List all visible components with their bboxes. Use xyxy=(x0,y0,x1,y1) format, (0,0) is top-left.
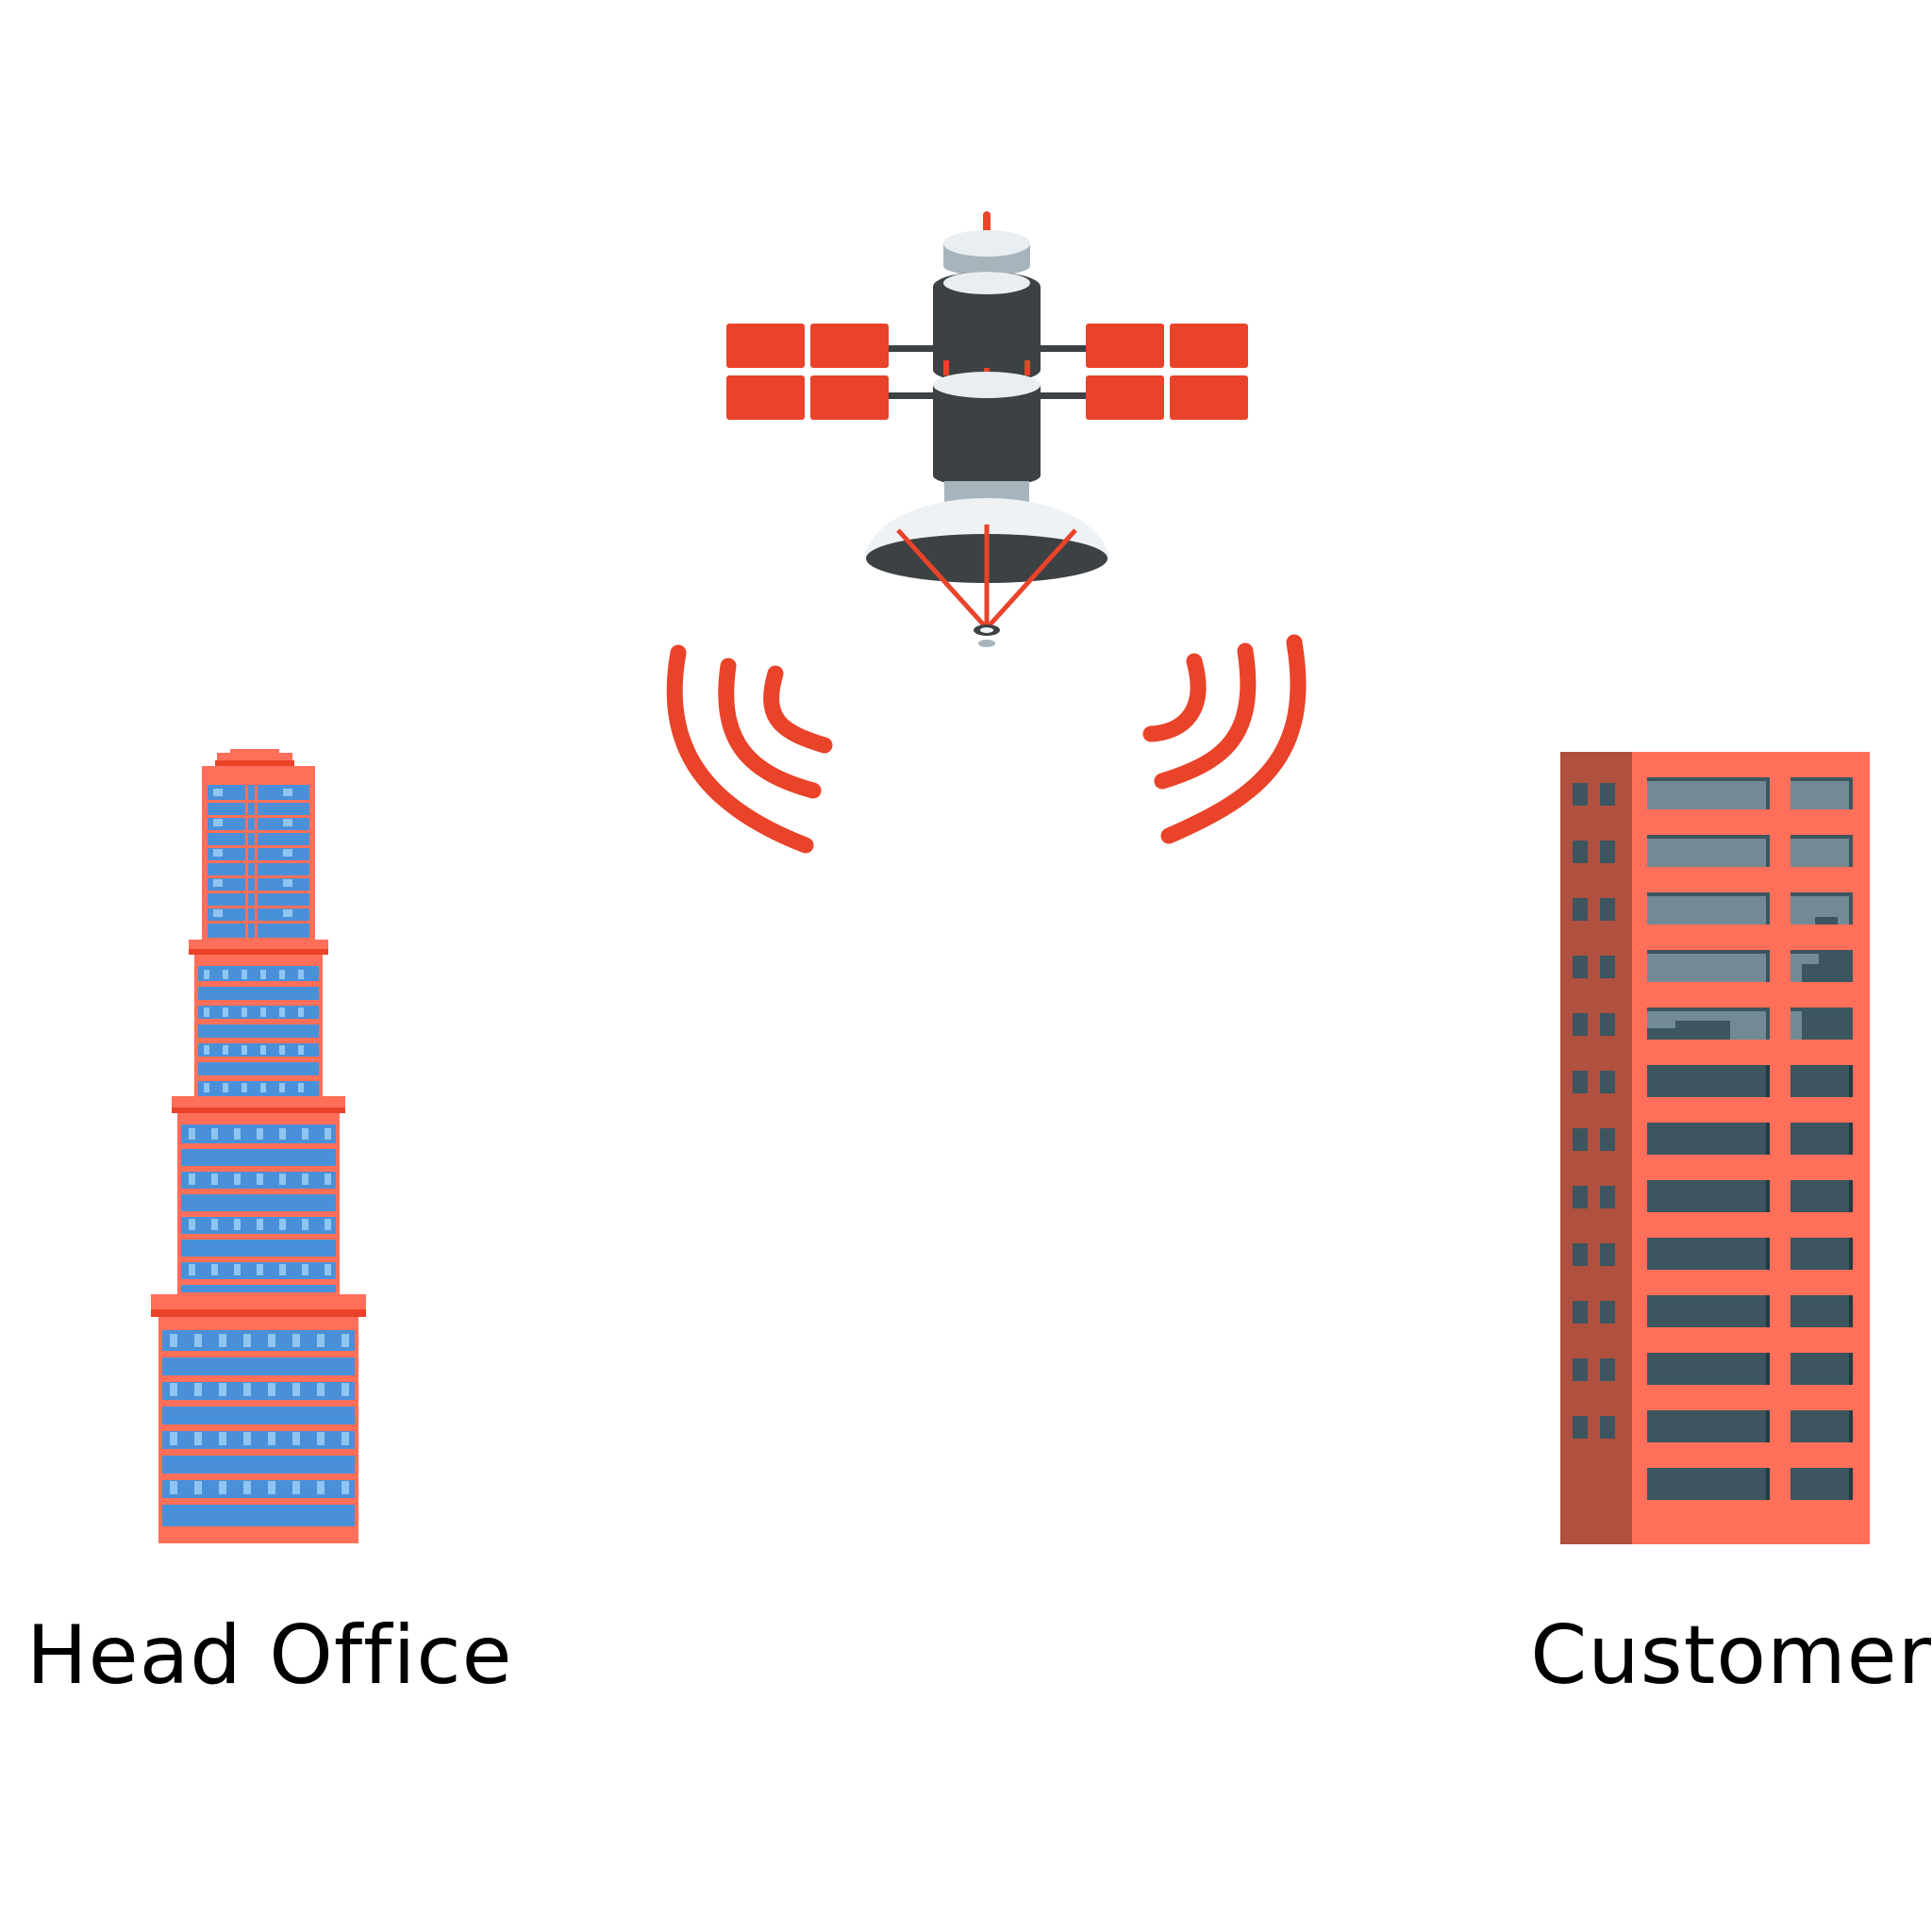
head-office-building-icon xyxy=(151,749,366,1543)
customer-building-icon xyxy=(1560,752,1870,1544)
head-office-label: Head Office xyxy=(26,1608,513,1703)
satellite-icon xyxy=(726,211,1248,647)
signal-waves-right-icon xyxy=(1142,634,1307,844)
signal-waves-left-icon xyxy=(666,644,833,854)
glass-grid xyxy=(208,785,309,938)
customer-label: Customer xyxy=(1530,1608,1932,1703)
